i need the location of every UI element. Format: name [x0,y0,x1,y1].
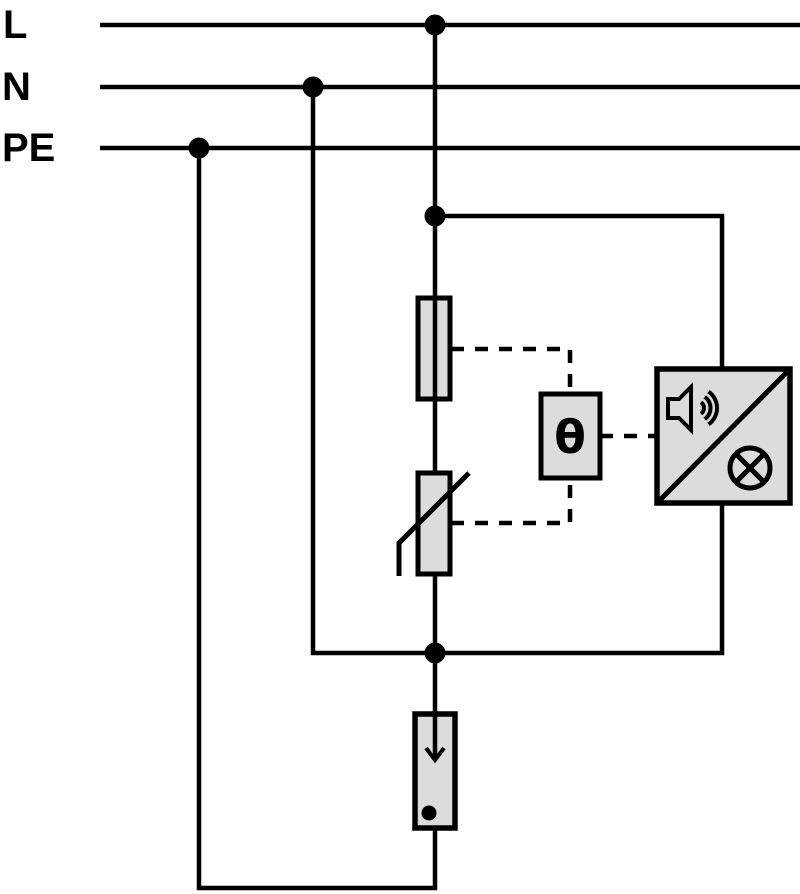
bus-lines [100,22,800,151]
n-bus-label: N [2,65,31,109]
fuse-linkage-dashed-line [451,346,573,394]
branch-junction-dot [424,205,446,227]
l-junction-dot [424,14,446,36]
varistor-diagonal [396,471,471,576]
varistor-linkage-dashed-line [451,478,573,526]
rail-junction-dot [424,642,446,664]
spark-gap-dot [421,805,437,821]
pe-junction-dot [188,137,210,159]
arrow-down-icon [424,746,446,764]
lamp-icon [727,445,773,491]
pe-bus-label: PE [2,126,55,170]
control-linkages [451,346,657,526]
speaker-horn [666,382,693,435]
signal-unit-box [654,366,793,506]
circuit-wires [196,25,725,891]
speaker-wave-1 [699,400,706,416]
speaker-icon [666,382,719,435]
n-junction-dot [302,76,324,98]
signal-unit-diagonal [658,370,789,502]
varistor-body [415,470,453,577]
varistor-symbol [396,470,471,577]
junction-dots [188,14,446,664]
speaker-wave-2 [703,395,713,421]
lamp-cross-2 [734,452,766,484]
speaker-wave-3 [707,389,719,427]
thermal-disconnect-body [538,391,603,481]
signal-branch-wire [435,213,725,369]
theta-symbol: θ [554,410,586,464]
pe-ground-wire [196,148,438,891]
lamp-circle [727,445,773,491]
spark-gap-symbol [412,711,458,831]
thermal-disconnect-box: θ [538,391,603,481]
l-bus-label: L [3,3,27,47]
